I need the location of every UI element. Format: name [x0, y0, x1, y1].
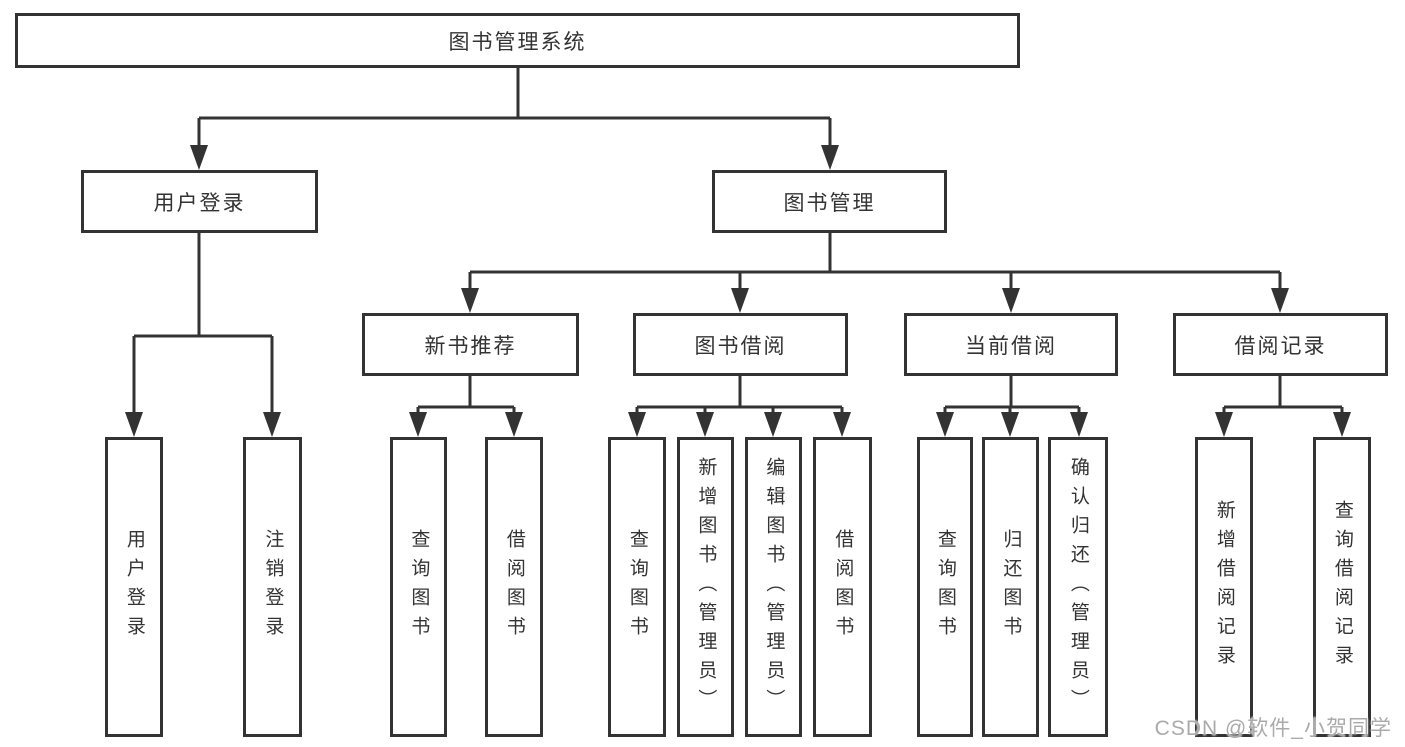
node-borrow-records-label: 借阅记录: [1234, 334, 1327, 358]
node-book-borrow-label: 图书借阅: [694, 334, 787, 358]
node-book-borrow: 图书借阅: [633, 313, 848, 376]
leaf-records-query-label: 查询借阅记录: [1331, 500, 1353, 674]
connector-login-to-leaves: [132, 233, 274, 418]
leaf-current-confirm-label: 确认归还（管理员）: [1067, 456, 1089, 718]
leaf-bookborrow-add-label: 新增图书（管理员）: [695, 456, 717, 718]
node-new-book-rec-label: 新书推荐: [424, 334, 517, 358]
watermark: CSDN @软件_小贺同学: [1154, 717, 1392, 740]
leaf-records-query: 查询借阅记录: [1313, 437, 1371, 737]
leaf-newbooks-borrow-label: 借阅图书: [503, 529, 525, 645]
leaf-bookborrow-query: 查询图书: [608, 437, 666, 737]
leaf-current-query-label: 查询图书: [934, 529, 956, 645]
leaf-current-query: 查询图书: [917, 437, 973, 737]
node-borrow-records: 借阅记录: [1173, 313, 1388, 376]
leaf-user-login-label: 用户登录: [123, 529, 145, 645]
node-current-borrow: 当前借阅: [904, 313, 1118, 376]
leaf-current-return: 归还图书: [982, 437, 1039, 737]
leaf-records-add-label: 新增借阅记录: [1213, 500, 1235, 674]
connector-records-to-leaves: [1222, 376, 1344, 418]
node-root: 图书管理系统: [15, 13, 1020, 68]
connector-mgmt-to-level3: [468, 233, 1282, 295]
leaf-bookborrow-query-label: 查询图书: [626, 529, 648, 645]
leaf-logout-label: 注销登录: [262, 529, 284, 645]
leaf-records-add: 新增借阅记录: [1195, 437, 1253, 737]
leaf-newbooks-query: 查询图书: [390, 437, 447, 737]
leaf-user-login: 用户登录: [105, 437, 163, 737]
connector-current-to-leaves: [943, 376, 1081, 418]
arrowheads: [125, 145, 1351, 437]
node-user-login-label: 用户登录: [153, 191, 246, 215]
node-book-mgmt: 图书管理: [712, 170, 947, 233]
leaf-newbooks-borrow: 借阅图书: [485, 437, 543, 737]
leaf-bookborrow-add: 新增图书（管理员）: [677, 437, 734, 737]
leaf-newbooks-query-label: 查询图书: [408, 529, 430, 645]
leaf-bookborrow-borrow: 借阅图书: [813, 437, 872, 737]
leaf-bookborrow-edit: 编辑图书（管理员）: [745, 437, 802, 737]
connector-newbooks-to-leaves: [416, 376, 516, 418]
node-new-book-rec: 新书推荐: [362, 313, 579, 376]
connector-bookborrow-to-leaves: [635, 376, 844, 418]
leaf-bookborrow-borrow-label: 借阅图书: [832, 529, 854, 645]
node-user-login: 用户登录: [81, 170, 318, 233]
node-current-borrow-label: 当前借阅: [965, 334, 1057, 358]
node-root-label: 图书管理系统: [448, 30, 587, 54]
leaf-current-confirm: 确认归还（管理员）: [1048, 437, 1108, 737]
node-book-mgmt-label: 图书管理: [783, 191, 876, 215]
leaf-current-return-label: 归还图书: [1000, 529, 1022, 645]
leaf-bookborrow-edit-label: 编辑图书（管理员）: [763, 456, 785, 718]
connector-root-to-level2: [197, 68, 832, 150]
leaf-logout: 注销登录: [243, 437, 302, 737]
